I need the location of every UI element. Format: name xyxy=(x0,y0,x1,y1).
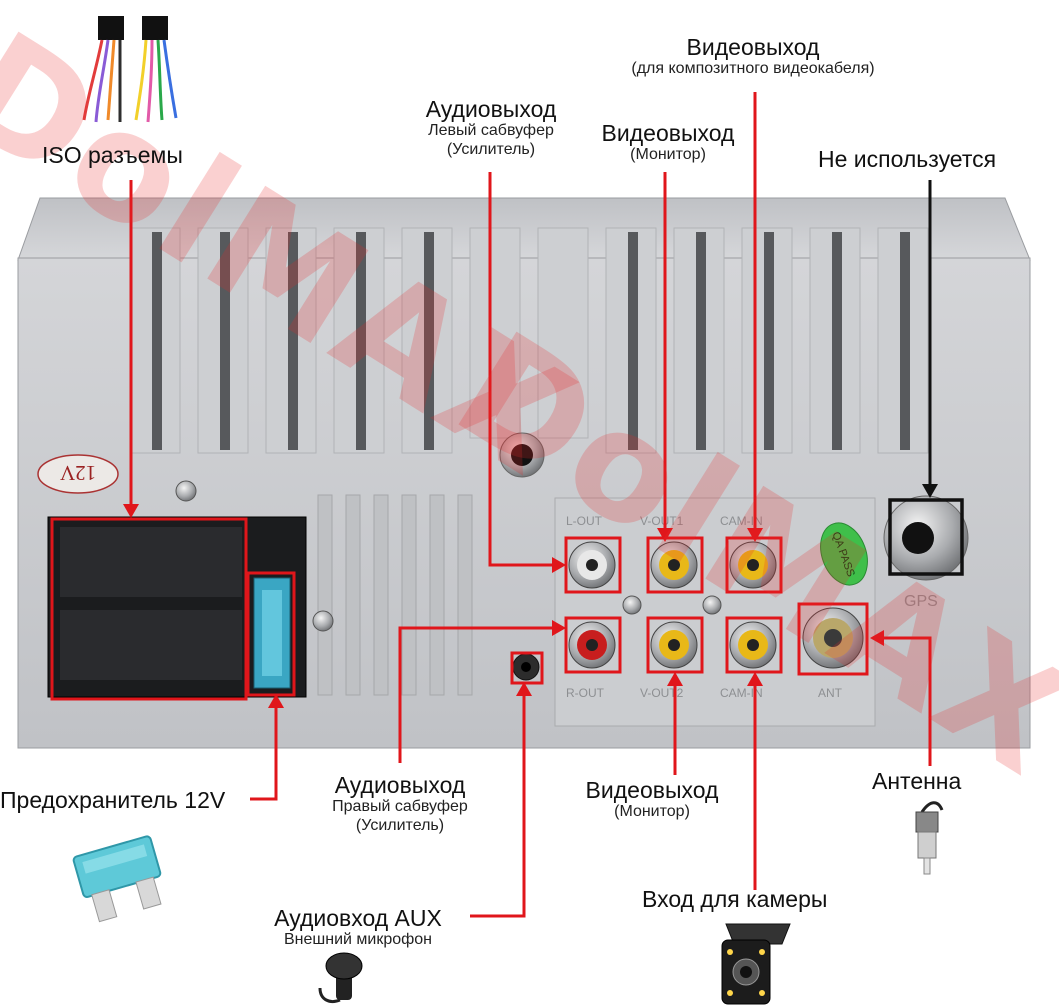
iso-highlight-box xyxy=(50,517,248,701)
arrow-heads xyxy=(123,504,884,708)
cam-in-top-label: CAM-IN xyxy=(720,514,763,528)
audio-right-leader-line xyxy=(398,626,558,763)
arrow-head-icon xyxy=(922,484,938,498)
leader-lines xyxy=(129,92,932,918)
antenna-highlight-box xyxy=(797,602,869,676)
v-out1-highlight-box xyxy=(646,536,704,594)
antenna-socket xyxy=(802,607,864,669)
arrow-head-icon xyxy=(123,504,139,518)
r-out-label: R-OUT xyxy=(566,686,605,700)
aux-highlight-box xyxy=(510,651,544,685)
voltage-badge: 12V xyxy=(37,454,119,494)
iso-label-title: ISO разъемы xyxy=(42,142,183,168)
arrow-head-icon xyxy=(747,528,763,542)
audio-left-line2: (Усилитель) xyxy=(446,140,536,158)
voltage-badge-text: 12V xyxy=(60,461,96,485)
screw-icon xyxy=(622,595,642,615)
fuse-holder xyxy=(253,577,291,689)
antenna-title: Антенна xyxy=(872,768,962,794)
audio-right-line1: Правый сабвуфер xyxy=(332,798,468,816)
arrow-head-icon xyxy=(747,672,763,686)
ant-label: ANT xyxy=(818,686,843,700)
antenna-label: Антенна xyxy=(872,768,961,794)
video-monitor-bottom-label: Видеовыход (Монитор) xyxy=(568,777,736,822)
audio-left-title: Аудиовыход xyxy=(425,96,557,122)
screw-icon xyxy=(702,595,722,615)
rca-v-out2 xyxy=(650,621,698,669)
audio-left-leader-line xyxy=(488,172,558,567)
rca-r-out xyxy=(568,621,616,669)
head-unit-rear-panel: 12V L-OUT V-OUT1 CAM-IN R-OUT V-OUT2 CAM xyxy=(17,197,1031,749)
rca-l-out xyxy=(568,541,616,589)
screw-icon xyxy=(312,610,334,632)
fuse-leader-line xyxy=(250,702,278,801)
video-composite-title: Видеовыход xyxy=(686,34,820,60)
fuse-highlight-box xyxy=(246,571,296,697)
iso-label: ISO разъемы xyxy=(42,142,183,168)
rear-camera-icon xyxy=(721,923,791,1005)
lower-vent-slots xyxy=(317,494,473,696)
arrow-head-icon xyxy=(657,528,673,542)
audio-right-title: Аудиовыход xyxy=(334,772,466,798)
video-monitor-bottom-title: Видеовыход xyxy=(585,777,719,803)
aux-line1: Внешний микрофон xyxy=(283,931,433,949)
arrow-head-icon xyxy=(516,682,532,696)
unused-title: Не используется xyxy=(818,146,997,172)
video-composite-line1: (для композитного видеокабеля) xyxy=(631,60,875,78)
gps-socket xyxy=(883,495,969,581)
arrow-head-icon xyxy=(552,620,566,636)
video-monitor-bottom-line1: (Монитор) xyxy=(614,803,690,821)
video-composite-label: Видеовыход (для композитного видеокабеля… xyxy=(598,34,908,79)
antenna-leader-line xyxy=(878,636,932,766)
blade-fuse-icon xyxy=(72,835,162,923)
screw-icon xyxy=(175,480,197,502)
rca-v-out1 xyxy=(650,541,698,589)
unused-label: Не используется xyxy=(818,146,996,172)
audio-left-label: Аудиовыход Левый сабвуфер (Усилитель) xyxy=(402,96,580,159)
r-out-highlight-box xyxy=(564,616,622,674)
video-monitor-top-label: Видеовыход (Монитор) xyxy=(585,120,751,165)
arrow-head-icon xyxy=(552,557,566,573)
v-out2-label: V-OUT2 xyxy=(640,686,684,700)
l-out-label: L-OUT xyxy=(566,514,603,528)
v-out1-label: V-OUT1 xyxy=(640,514,684,528)
audio-right-label: Аудиовыход Правый сабвуфер (Усилитель) xyxy=(310,772,490,835)
unused-highlight-box xyxy=(888,498,964,576)
aux-label: Аудиовход AUX Внешний микрофон xyxy=(252,905,464,950)
iso-connector xyxy=(47,516,307,698)
antenna-plug-icon xyxy=(915,801,944,875)
audio-right-line2: (Усилитель) xyxy=(355,816,445,834)
cooling-fins xyxy=(129,227,929,454)
video-monitor-top-line1: (Монитор) xyxy=(630,146,706,164)
aux-jack xyxy=(512,653,540,681)
fuse-title: Предохранитель 12V xyxy=(0,787,226,813)
arrow-head-icon xyxy=(667,672,683,686)
camera-label: Вход для камеры xyxy=(642,886,827,912)
rca-cam-in-top xyxy=(729,541,777,589)
video-monitor-top-title: Видеовыход xyxy=(601,120,735,146)
rca-cam-in-bottom xyxy=(729,621,777,669)
aux-title: Аудиовход AUX xyxy=(274,905,442,931)
gps-label: GPS xyxy=(904,593,938,610)
fuse-label: Предохранитель 12V xyxy=(0,787,225,813)
microphone-icon xyxy=(318,952,363,1003)
arrow-head-icon xyxy=(870,630,884,646)
cam-in-bottom-label: CAM-IN xyxy=(720,686,763,700)
aux-leader-line xyxy=(470,690,526,918)
audio-left-line1: Левый сабвуфер xyxy=(428,122,554,140)
camera-title: Вход для камеры xyxy=(642,886,828,912)
arrow-head-icon xyxy=(268,694,284,708)
rca-jacks xyxy=(568,541,777,669)
qa-pass-sticker: QA PASS xyxy=(820,522,868,586)
cam-in-bottom-highlight-box xyxy=(725,616,783,674)
wire-harness-icon xyxy=(82,16,178,123)
